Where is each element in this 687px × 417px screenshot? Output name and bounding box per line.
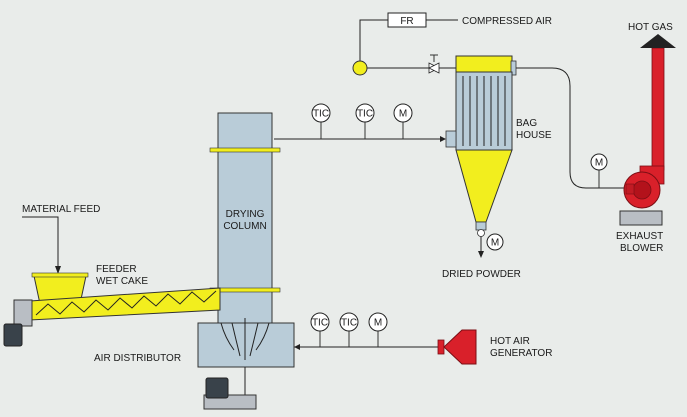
label-compressed-air: COMPRESSED AIR xyxy=(462,16,552,27)
svg-text:TIC: TIC xyxy=(341,318,357,329)
svg-text:M: M xyxy=(399,109,407,120)
label-feeder-1: FEEDER xyxy=(96,264,137,275)
baghouse-to-blower-pipe xyxy=(516,67,626,189)
label-feeder-2: WET CAKE xyxy=(96,276,148,287)
screw-drive-housing xyxy=(13,299,33,327)
flow-regulator xyxy=(387,12,427,28)
baghouse-cone xyxy=(455,149,513,223)
label-air-distributor: AIR DISTRIBUTOR xyxy=(94,353,181,364)
distributor-vanes xyxy=(220,318,270,360)
hot-air-generator xyxy=(443,329,477,365)
baghouse-top xyxy=(455,55,513,73)
fr-label: FR xyxy=(400,16,413,27)
instrument-tic-top-2: TIC xyxy=(355,103,375,139)
generator-inlet-flange xyxy=(437,339,445,355)
stack-arrowhead xyxy=(640,34,676,48)
blower-base xyxy=(619,210,663,226)
label-bag-house-1: BAG xyxy=(516,118,537,129)
screw-motor xyxy=(3,323,23,347)
air-valve-b xyxy=(428,62,440,74)
svg-text:M: M xyxy=(491,238,499,249)
screw-flights xyxy=(35,290,217,316)
svg-text:M: M xyxy=(374,318,382,329)
label-hot-air-1: HOT AIR xyxy=(490,336,530,347)
label-hot-gas: HOT GAS xyxy=(628,22,673,33)
instrument-motor-exhaust: M xyxy=(590,153,608,188)
drive-motor xyxy=(205,377,229,399)
discharge-disc xyxy=(477,229,485,237)
label-drying-column-1: DRYING xyxy=(226,209,265,220)
baghouse-inlet-flange xyxy=(445,130,457,148)
baghouse-filter-bags xyxy=(462,76,506,146)
compressed-air-pipe xyxy=(359,19,388,62)
label-drying-column-2: COLUMN xyxy=(223,221,266,232)
rotary-valve xyxy=(475,221,487,231)
instrument-motor-powder: M xyxy=(486,233,504,251)
blower-impeller xyxy=(632,180,652,200)
material-feed-line xyxy=(22,216,59,268)
label-bag-house-2: HOUSE xyxy=(516,130,552,141)
instrument-motor-bottom: M xyxy=(368,312,388,347)
blower-inlet xyxy=(625,183,635,195)
instrument-tic-bottom-1: TIC xyxy=(310,312,330,347)
flow-arrow-baghouse xyxy=(440,136,446,142)
hopper-rim xyxy=(31,272,89,278)
flow-arrow-hot-air xyxy=(294,344,300,350)
instrument-tic-top-1: TIC xyxy=(311,103,331,139)
label-hot-air-2: GENERATOR xyxy=(490,348,552,359)
label-material-feed: MATERIAL FEED xyxy=(22,204,100,215)
air-receiver xyxy=(352,60,368,76)
svg-text:TIC: TIC xyxy=(312,318,328,329)
column-flange-top xyxy=(209,147,281,153)
instrument-tic-bottom-2: TIC xyxy=(339,312,359,347)
svg-text:TIC: TIC xyxy=(313,109,329,120)
baghouse-outlet-flange xyxy=(510,60,517,76)
instrument-motor-top: M xyxy=(393,103,413,139)
svg-text:TIC: TIC xyxy=(357,109,373,120)
material-feed-arrow xyxy=(55,266,61,274)
label-exhaust-1: EXHAUST xyxy=(616,231,663,242)
exhaust-stack xyxy=(651,47,665,171)
label-dried-powder: DRIED POWDER xyxy=(442,269,521,280)
svg-text:M: M xyxy=(595,158,603,169)
air-distributor xyxy=(197,322,295,368)
label-exhaust-2: BLOWER xyxy=(620,243,663,254)
dried-powder-arrow xyxy=(478,251,484,258)
